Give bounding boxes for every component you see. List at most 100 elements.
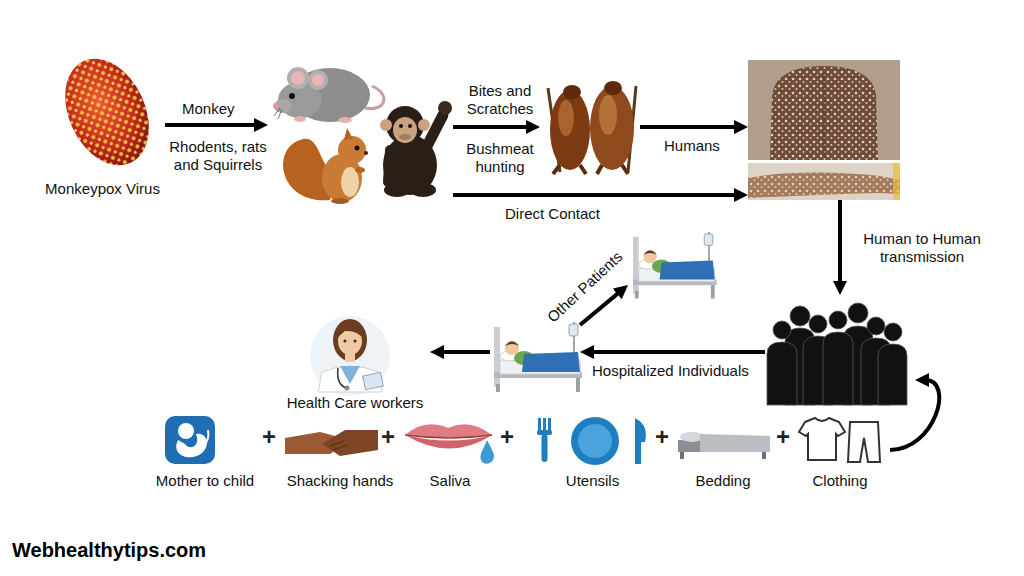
skin-lesion-photo-part [770,66,878,160]
bushmeat-figure-part [604,81,622,95]
edge-label: Direct Contact [505,205,600,223]
route-node: Utensils [525,412,660,490]
clothing-icon-part [799,418,845,460]
doctor-figure-part [363,372,384,389]
watermark: Webhealthytips.com [12,538,206,562]
crowd-silhouettes-part [884,323,902,341]
utensils-icon-part [578,424,612,458]
skin-lesion-photo-part [748,60,900,160]
bushmeat-figure-part [553,165,560,174]
doctor-figure-part [340,366,360,384]
virus-figure-part [49,45,165,179]
doctor-figure-part [354,340,357,343]
plus-sign: + [655,424,669,450]
bedding-icon-part [700,434,770,452]
mother-child-icon-part [203,430,208,446]
doctor-figure [310,316,390,396]
squirrel-figure-part [344,128,353,140]
lips-icon-part [405,424,492,437]
rat-figure-part [308,70,328,90]
lips-icon-part [480,440,494,464]
handshake-icon-part [330,441,344,446]
rat-figure-part [287,67,309,89]
animal-label: Rhodents, rats and Squirrels [168,138,268,174]
animal-group [268,52,453,207]
rat-figure-part [274,99,292,113]
bushmeat-figure-part [563,85,581,99]
virus-node: Monkeypox Virus [40,58,165,198]
lips-icon-part [405,435,492,438]
bushmeat-figure-part [622,165,628,174]
chimpanzee-figure-part [380,119,392,131]
lips-icon-part [405,435,492,449]
crowd-silhouettes-part [829,311,847,329]
edge-label: Other Patients [544,248,626,327]
chimpanzee-figure [380,101,452,197]
rat-figure-part [291,71,305,85]
handshake-icon [285,430,378,456]
doctor-figure-part [333,319,367,361]
skin-lesion-photo [748,60,900,200]
rat-figure-part [274,108,280,116]
squirrel-figure-part [355,167,365,173]
flow-arrow [590,350,765,354]
bedding-icon-part [680,452,684,459]
crowd-silhouettes-part [773,321,791,339]
crowd-node [765,295,915,407]
clothing-icon [799,418,880,462]
chimpanzee-figure-part [438,101,452,115]
edge-label: Monkey [182,100,235,118]
squirrel-figure-part [355,146,360,151]
lips-icon [405,424,494,463]
handshake-icon-part [333,445,347,450]
mother-child-icon-part [176,434,207,458]
utensils-icon-part [635,418,646,464]
squirrel-figure-part [364,151,368,155]
bushmeat-figure-part [558,100,574,136]
rat-figure-part [289,93,295,99]
doctor-figure-part [344,340,347,343]
skin-lesion-photo-part [823,72,825,158]
plus-sign: + [262,424,276,450]
crowd-silhouettes-part [867,317,885,335]
handshake-icon-part [322,430,378,456]
node-label: Health Care workers [287,394,424,412]
node-label: Utensils [566,472,619,490]
flow-arrow [640,125,738,129]
rat-figure-part [278,109,282,119]
doctor-figure-part [310,316,390,396]
squirrel-figure [283,128,368,204]
doctor-figure-part [337,324,363,338]
skin-lesion-photo-part [770,66,878,160]
bushmeat-figure [548,81,636,174]
hospital-bed-node [490,305,580,395]
node-label: Monkeypox Virus [45,180,160,198]
virus-figure-part [49,45,165,179]
chimpanzee-figure-part [393,117,417,143]
utensils-icon-part [548,418,551,432]
plus-sign: + [776,424,790,450]
edge-label: Humans [664,137,720,155]
crowd-silhouettes-part [848,303,868,323]
crowd-silhouettes-part [878,344,907,405]
mother-child-icon-part [178,423,194,439]
route-node: Mother to child [140,412,270,490]
clothing-icon-part [848,422,880,462]
crowd-silhouettes-part [767,342,797,405]
hospital-bed-figure [633,232,717,299]
utensils-icon-part [542,434,548,462]
rat-figure-part [312,74,324,86]
route-node: Clothing [790,412,890,490]
flow-arrow [453,125,530,129]
chimpanzee-figure-part [425,115,443,150]
human-skin-node [748,60,900,200]
utensils-icon [537,417,646,465]
bushmeat-node [540,80,640,175]
node-label: Mother to child [156,472,254,490]
flow-arrow [165,123,258,127]
skin-lesion-photo-part [748,173,900,199]
rat-figure [273,67,384,123]
chimpanzee-figure-part [388,150,390,182]
bushmeat-figure-part [599,95,617,135]
